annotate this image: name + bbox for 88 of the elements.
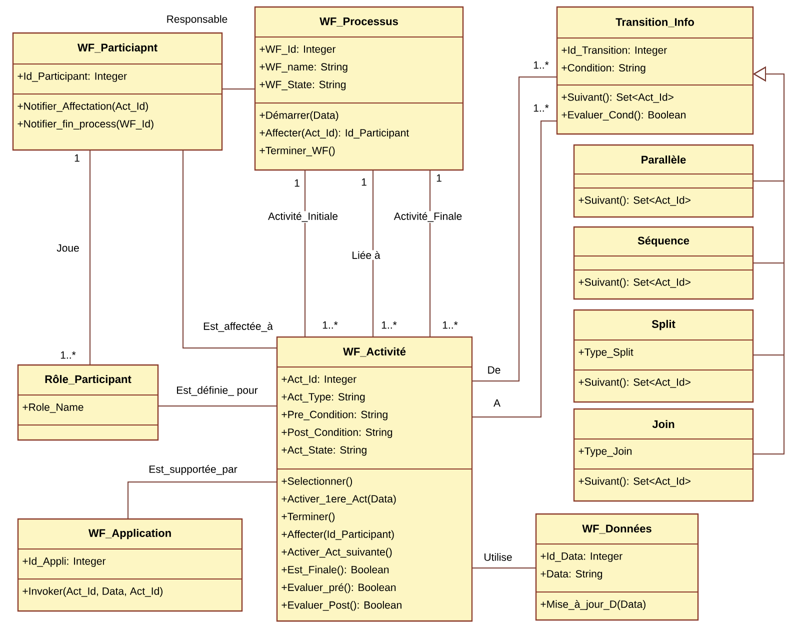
method-text: +Notifier_Affectation(Act_Id): [18, 102, 148, 112]
method-text: +Invoker(Act_Id, Data, Act_Id): [22, 587, 162, 597]
method-text: +Affecter(Id_Participant): [282, 530, 394, 540]
edge-label: Activité_Initiale: [266, 211, 340, 223]
attribute-text: +Id_Data: Integer: [540, 552, 622, 562]
association-line: [222, 88, 256, 90]
class-name: Rôle_Participant: [45, 374, 132, 386]
method-text: +Selectionner(): [282, 477, 352, 487]
edge-label: Activité_Finale: [392, 211, 464, 223]
class-name: WF_Données: [582, 524, 652, 534]
multiplicity-label: 1..*: [321, 320, 339, 330]
attribute-text: +Id_Transition: Integer: [562, 46, 667, 56]
association-line: [472, 120, 558, 418]
multiplicity-label: 1: [435, 173, 443, 183]
attribute-text: +Data: String: [540, 570, 602, 580]
multiplicity-label: 1: [73, 153, 81, 163]
attribute-text: +Type_Join: [578, 447, 632, 457]
method-text: +Evaluer_Post(): Boolean: [282, 601, 402, 611]
edge-label: Est_supportée_par: [148, 464, 238, 476]
class-box: [535, 513, 699, 621]
attribute-text: +WF_name: String: [260, 62, 348, 73]
association-line: [472, 76, 558, 382]
association-line: [372, 170, 374, 338]
method-text: +Activer_1ere_Act(Data): [282, 494, 396, 505]
multiplicity-label: 1..*: [441, 320, 459, 330]
multiplicity-label: Responsable: [165, 14, 229, 26]
attribute-text: +Act_Id: Integer: [282, 375, 356, 385]
class-name: WF_Activité: [343, 347, 406, 357]
class-name: WF_Particiapnt: [77, 43, 158, 54]
multiplicity-label: 1..*: [59, 350, 77, 360]
method-text: +Démarrer(Data): [260, 111, 338, 121]
class-name: WF_Processus: [320, 18, 398, 26]
association-line: [182, 150, 278, 348]
multiplicity-label: 1: [360, 177, 368, 187]
method-text: +Suivant(): Set<Act_Id>: [578, 196, 690, 206]
class-box: [573, 226, 754, 300]
association-line: [304, 170, 306, 338]
class-name: Split: [652, 320, 676, 330]
edge-label: Joue: [56, 243, 80, 253]
attribute-text: +WF_Id: Integer: [260, 45, 336, 55]
method-text: +Evaluer_pré(): Boolean: [282, 583, 396, 594]
method-text: +Terminer(): [282, 512, 335, 522]
class-box: [12, 32, 223, 151]
attribute-text: +Condition: String: [562, 64, 646, 74]
class-box: [573, 408, 754, 502]
method-text: +Terminer_WF(): [260, 146, 335, 156]
class-box: [573, 309, 754, 403]
attribute-text: +WF_State: String: [260, 80, 346, 90]
multiplicity-label: 1..*: [532, 103, 550, 113]
class-name: Parallèle: [642, 155, 686, 164]
attribute-text: +Act_State: String: [282, 446, 366, 456]
class-name: Join: [652, 420, 674, 428]
class-name: Séquence: [638, 236, 690, 247]
multiplicity-label: 1..*: [380, 320, 398, 330]
method-text: +Notifier_fin_process(WF_Id): [18, 120, 154, 130]
class-box: [254, 6, 464, 171]
attribute-text: +Id_Appli: Integer: [22, 557, 106, 567]
class-box: [556, 6, 754, 135]
class-name: WF_Application: [88, 528, 171, 540]
attribute-text: +Act_Type: String: [282, 392, 365, 403]
attribute-text: +Role_Name: [22, 403, 84, 413]
multiplicity-label: 1: [293, 178, 301, 188]
edge-label: A: [492, 398, 502, 408]
class-box: [17, 364, 159, 441]
edge-label: Est_définie_ pour: [175, 385, 259, 397]
method-text: +Mise_à_jour_D(Data): [540, 600, 646, 610]
class-box: [573, 144, 754, 218]
method-text: +Suivant(): Set<Act_Id>: [578, 378, 690, 388]
edge-label: De: [486, 365, 502, 375]
multiplicity-label: 1..*: [532, 60, 550, 70]
method-text: +Suivant(): Set<Act_Id>: [578, 477, 690, 487]
attribute-text: +Id_Participant: Integer: [18, 72, 127, 82]
attribute-text: +Pre_Condition: String: [282, 410, 388, 420]
method-text: +Est_Finale(): Boolean: [282, 566, 389, 576]
method-text: +Affecter(Act_Id): Id_Participant: [260, 128, 409, 139]
association-line: [128, 482, 278, 520]
edge-label: Utilise: [482, 552, 514, 562]
method-text: +Suivant(): Set<Act_Id>: [562, 93, 674, 103]
method-text: +Suivant(): Set<Act_Id>: [578, 278, 690, 288]
attribute-text: +Post_Condition: String: [282, 428, 392, 438]
attribute-text: +Type_Split: [578, 348, 634, 358]
method-text: +Activer_Act_suivante(): [282, 548, 392, 558]
class-box: [276, 336, 473, 622]
method-text: +Evaluer_Cond(): Boolean: [562, 110, 686, 121]
edge-label: Liée à: [350, 250, 382, 260]
class-box: [17, 518, 243, 612]
class-name: Transition_Info: [616, 18, 694, 28]
edge-label: Est_affectée_à: [202, 321, 274, 333]
